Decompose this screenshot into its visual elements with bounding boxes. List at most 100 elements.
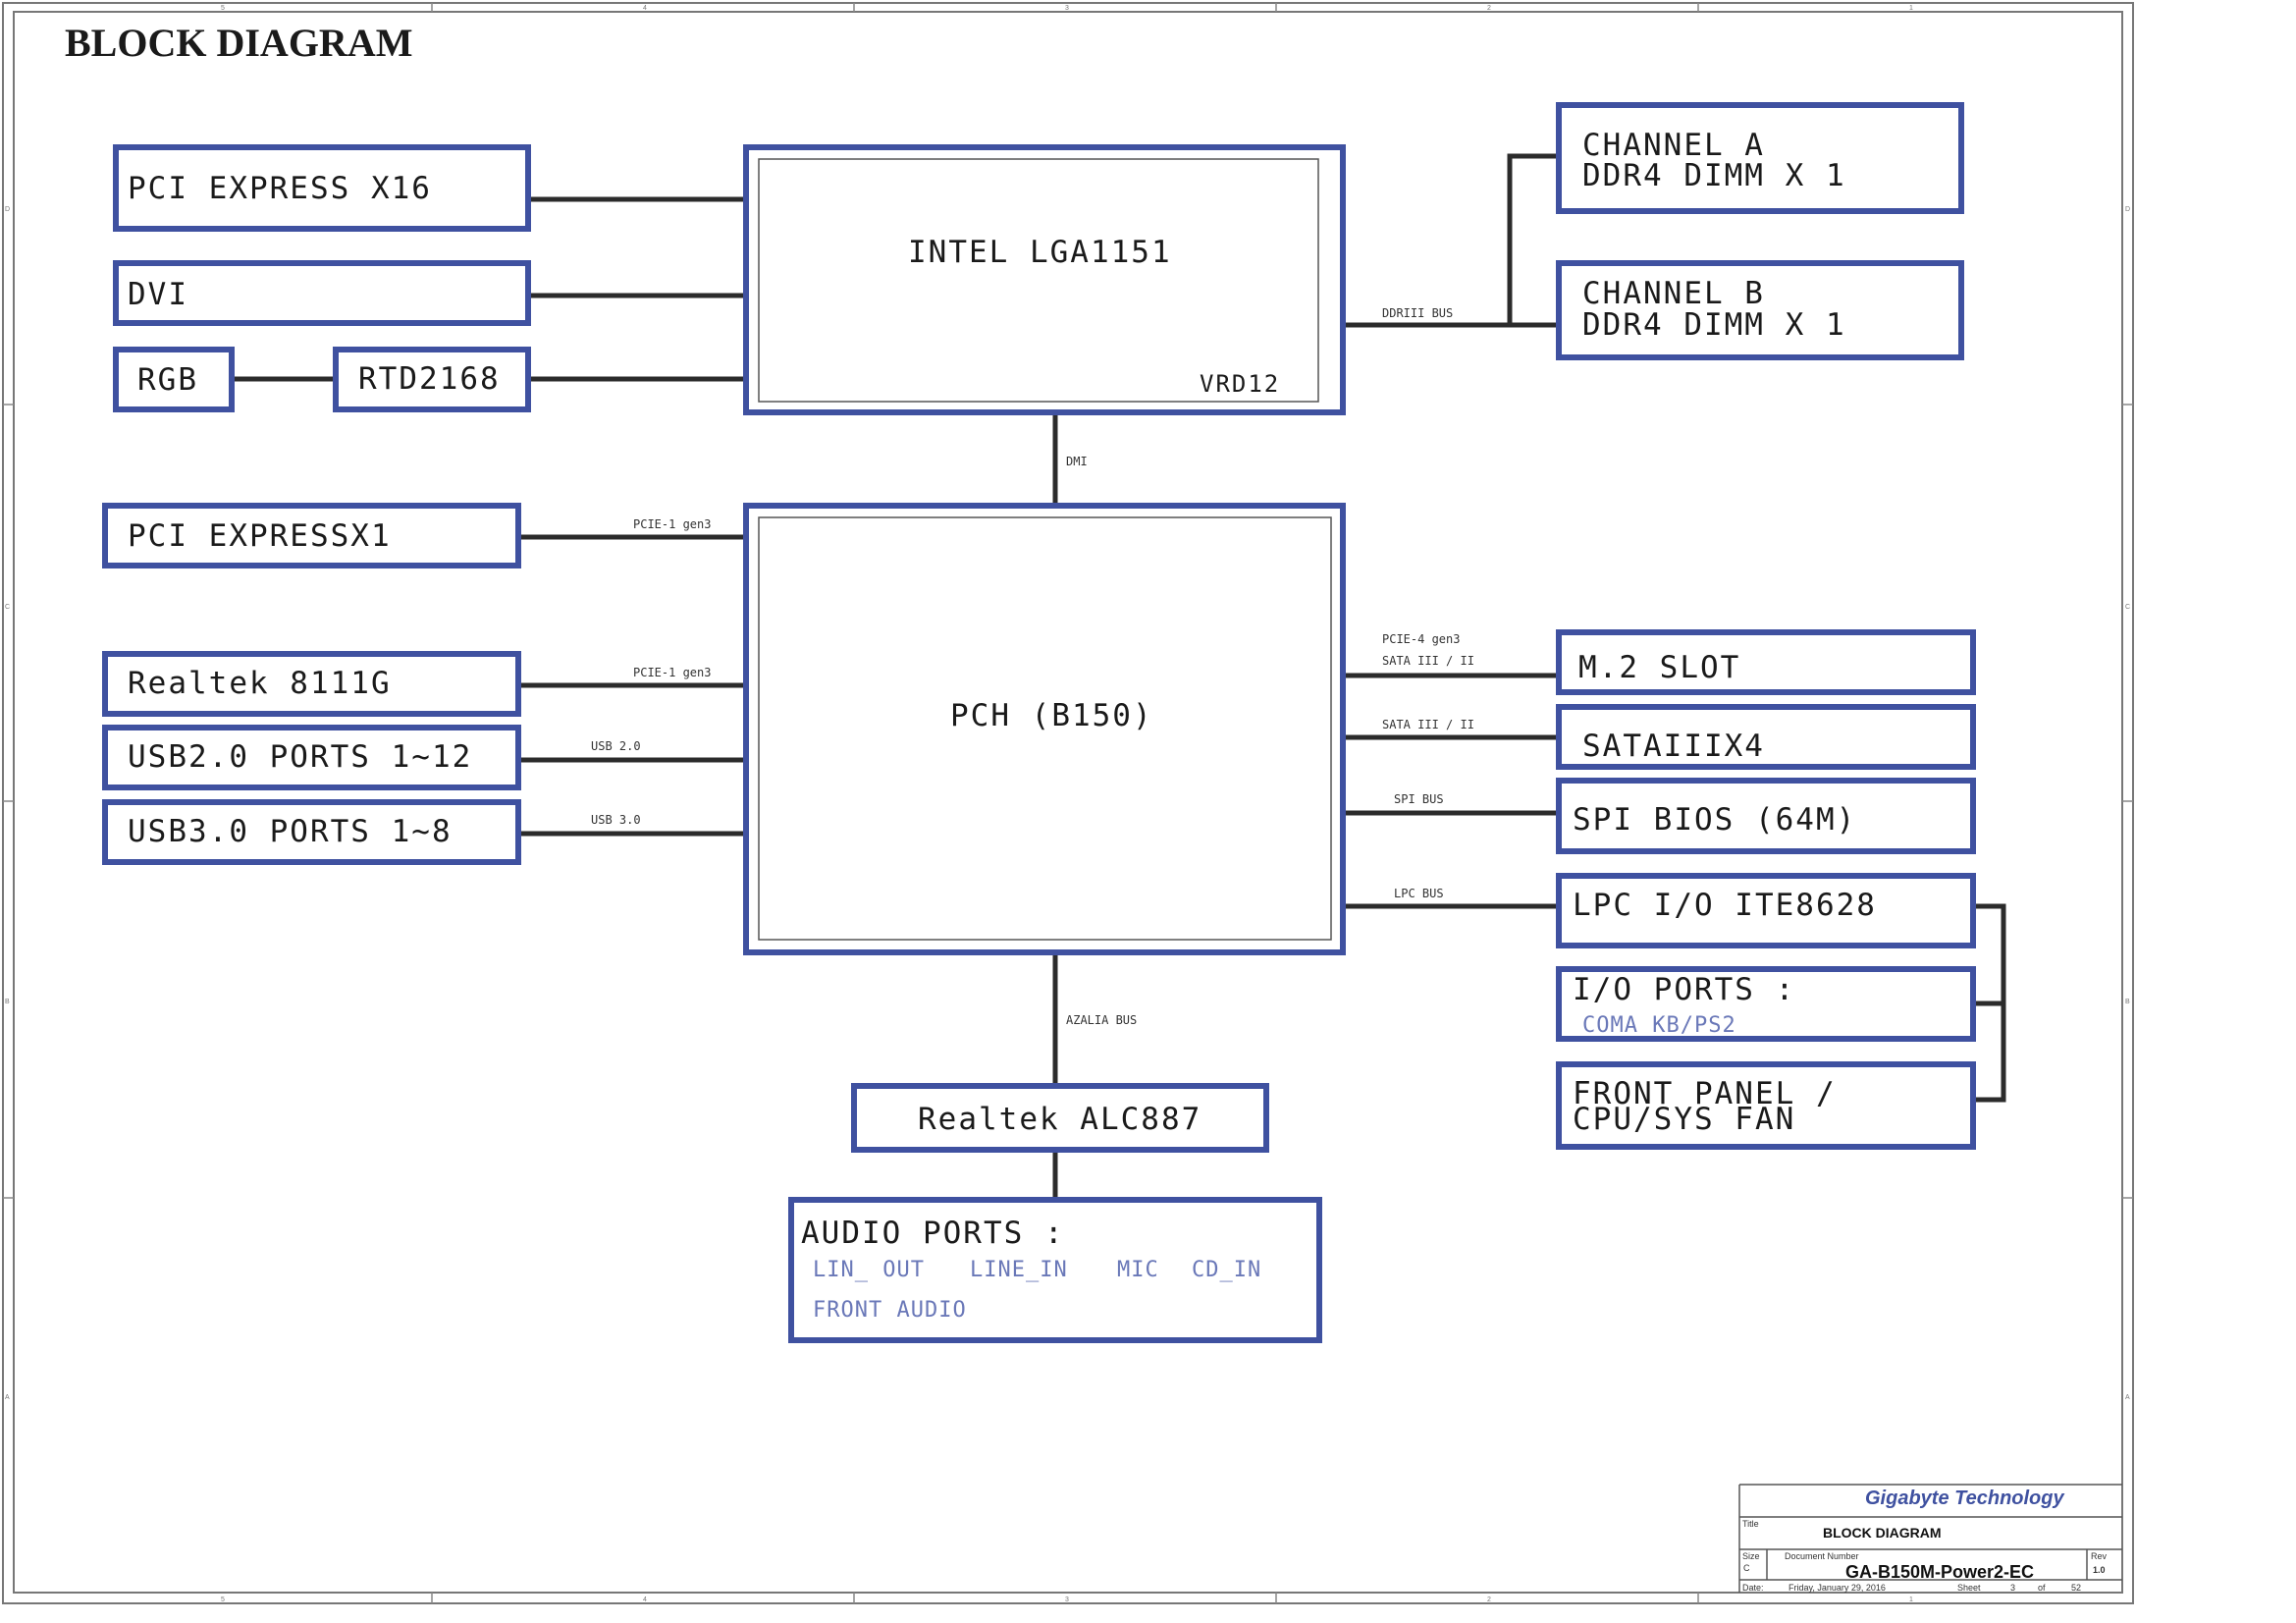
block-rgb: RGB [113,347,235,412]
tb-doc-value: GA-B150M-Power2-EC [1845,1562,2034,1582]
tb-rev-value: 1.0 [2093,1565,2106,1575]
block-audio-codec-label: Realtek ALC887 [918,1102,1201,1137]
zone-bottom-3: 3 [1065,1596,1069,1603]
zone-left-b: B [5,999,10,1005]
block-realtek-lan: Realtek 8111G [102,651,521,717]
block-usb2-label: USB2.0 PORTS 1~12 [128,739,472,775]
block-front-panel: FRONT PANEL / CPU/SYS FAN [1556,1061,1976,1150]
bus-label-ddr: DDRIII BUS [1382,306,1453,320]
zone-right-d: D [2125,206,2130,213]
zone-top-2: 2 [1487,5,1491,12]
tb-date-caption: Date: [1742,1583,1764,1593]
block-audio-ports-label: AUDIO PORTS : [801,1216,1065,1251]
block-rtd2168-label: RTD2168 [358,361,501,397]
bus-label-m2-pcie: PCIE-4 gen3 [1382,632,1460,646]
block-m2: M.2 SLOT [1556,629,1976,695]
block-channel-b-line1: CHANNEL B [1582,276,1765,311]
zone-bottom-4: 4 [643,1596,647,1603]
zone-labels: 5 4 3 2 1 5 4 3 2 1 D C B A D C B A [5,5,2130,1603]
block-channel-a-line2: DDR4 DIMM X 1 [1582,158,1846,193]
tb-title-value: BLOCK DIAGRAM [1823,1525,1942,1541]
tb-date-value: Friday, January 29, 2016 [1789,1583,1886,1593]
block-front-panel-line2: CPU/SYS FAN [1573,1102,1795,1137]
bus-label-pcie-x1: PCIE-1 gen3 [633,517,711,531]
block-pcie-x16-label: PCI EXPRESS X16 [128,171,432,206]
tb-of-caption: of [2038,1583,2046,1593]
tb-size-caption: Size [1742,1551,1760,1561]
block-dvi: DVI [113,260,531,326]
block-lpc-io-label: LPC I/O ITE8628 [1573,888,1877,923]
block-channel-a-line1: CHANNEL A [1582,128,1765,163]
block-dvi-label: DVI [128,277,188,312]
block-pch-label: PCH (B150) [950,698,1153,733]
audio-cd-in-label: CD_IN [1192,1258,1261,1282]
audio-front-label: FRONT AUDIO [813,1298,967,1323]
bus-label-spi: SPI BUS [1394,792,1444,806]
audio-mic-label: MIC [1117,1258,1159,1282]
block-cpu: INTEL LGA1151 VRD12 [743,144,1346,415]
zone-left-d: D [5,206,10,213]
block-sata: SATAIIIX4 [1556,704,1976,770]
block-audio-codec: Realtek ALC887 [851,1083,1269,1153]
tb-size-value: C [1743,1563,1750,1573]
block-pcie-x16: PCI EXPRESS X16 [113,144,531,232]
zone-left-c: C [5,604,10,611]
tb-sheet-value: 3 [2010,1583,2015,1593]
block-spi-bios: SPI BIOS (64M) [1556,778,1976,854]
block-realtek-lan-label: Realtek 8111G [128,666,392,701]
sheet-frame [2,2,2134,1604]
block-rtd2168: RTD2168 [333,347,531,412]
bus-labels: DDRIII BUS DMI PCIE-1 gen3 PCIE-1 gen3 U… [591,306,1474,1027]
block-lpc-io: LPC I/O ITE8628 [1556,873,1976,948]
zone-top-1: 1 [1909,5,1913,12]
zone-right-b: B [2125,999,2130,1005]
block-channel-b: CHANNEL B DDR4 DIMM X 1 [1556,260,1964,360]
bus-label-pcie-lan: PCIE-1 gen3 [633,666,711,679]
wire-ddr-branch [1507,153,1559,325]
page-title: BLOCK DIAGRAM [65,21,412,65]
block-usb3-label: USB3.0 PORTS 1~8 [128,814,453,849]
tb-of-value: 52 [2071,1583,2081,1593]
block-pcie-x1: PCI EXPRESSX1 [102,503,521,568]
bus-label-azalia: AZALIA BUS [1066,1013,1137,1027]
tb-sheet-caption: Sheet [1957,1583,1981,1593]
block-rgb-label: RGB [137,362,198,398]
zone-top-4: 4 [643,5,647,12]
block-m2-label: M.2 SLOT [1578,650,1740,685]
bus-label-m2-sata: SATA III / II [1382,654,1474,668]
audio-line-in-label: LINE_IN [970,1258,1068,1282]
block-usb3: USB3.0 PORTS 1~8 [102,799,521,865]
bus-label-usb3: USB 3.0 [591,813,641,827]
title-block: Gigabyte Technology Title BLOCK DIAGRAM … [1738,1484,2122,1593]
audio-lin-out-label: LIN_ OUT [813,1258,925,1282]
block-usb2: USB2.0 PORTS 1~12 [102,725,521,790]
zone-top-5: 5 [221,5,225,12]
zone-right-c: C [2125,604,2130,611]
bus-label-sata: SATA III / II [1382,718,1474,731]
bus-label-lpc: LPC BUS [1394,887,1444,900]
block-io-ports-label: I/O PORTS : [1573,972,1795,1007]
io-ports-sub-label: COMA KB/PS2 [1582,1013,1736,1038]
zone-right-a: A [2125,1394,2130,1401]
block-front-panel-line1: FRONT PANEL / [1573,1076,1837,1111]
tb-doc-caption: Document Number [1785,1551,1859,1561]
bus-label-usb2: USB 2.0 [591,739,641,753]
company-name: Gigabyte Technology [1865,1488,2064,1509]
block-pch: PCH (B150) [743,503,1346,955]
bus-label-dmi: DMI [1066,455,1088,468]
block-cpu-vrd-label: VRD12 [1200,370,1280,398]
connections [232,153,2006,1200]
tb-title-caption: Title [1742,1519,1759,1529]
zone-top-3: 3 [1065,5,1069,12]
zone-bottom-1: 1 [1909,1596,1913,1603]
block-spi-bios-label: SPI BIOS (64M) [1573,802,1856,838]
block-cpu-label: INTEL LGA1151 [908,235,1172,270]
zone-bottom-2: 2 [1487,1596,1491,1603]
block-io-ports: I/O PORTS : COMA KB/PS2 [1556,966,1976,1042]
block-channel-a: CHANNEL A DDR4 DIMM X 1 [1556,102,1964,214]
tb-rev-caption: Rev [2091,1551,2108,1561]
zone-left-a: A [5,1394,10,1401]
block-pcie-x1-label: PCI EXPRESSX1 [128,518,392,554]
block-channel-b-line2: DDR4 DIMM X 1 [1582,307,1846,343]
